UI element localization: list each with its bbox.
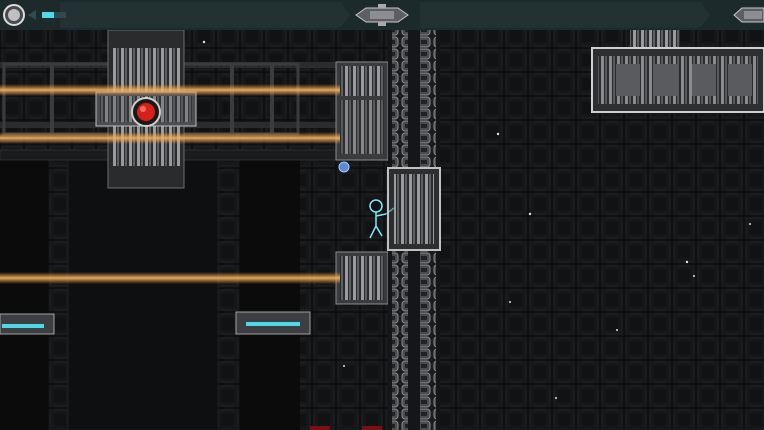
- hud-bar: [0, 0, 764, 30]
- chain-column: [387, 30, 441, 430]
- machine-top-right: [591, 30, 764, 113]
- platform-mid: [235, 311, 311, 335]
- player-character: [369, 199, 395, 239]
- ring-icon: [3, 4, 25, 26]
- health-bar: [28, 10, 66, 20]
- laser-beam-3: [0, 272, 340, 284]
- platform-left: [0, 313, 55, 335]
- energy-orb: [338, 161, 350, 173]
- clamp-upper: [335, 61, 389, 161]
- ship-icon-right: [733, 7, 764, 23]
- reactor-block: [95, 29, 197, 189]
- laser-beam-1: [0, 84, 340, 96]
- ship-icon: [355, 4, 409, 26]
- laser-beam-2: [0, 132, 340, 144]
- clamp-lower: [335, 251, 389, 305]
